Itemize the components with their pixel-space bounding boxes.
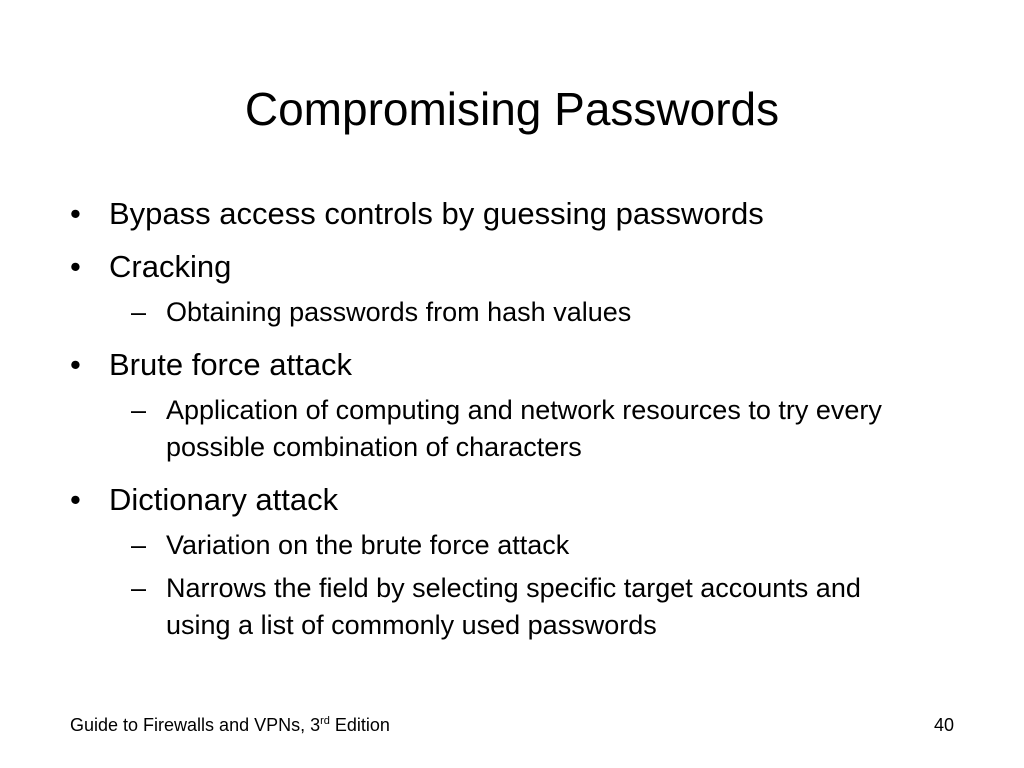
sub-bullet-list: – Obtaining passwords from hash values — [109, 294, 950, 331]
footer-title-part: Guide to Firewalls and VPNs, 3 — [70, 715, 321, 735]
sub-bullet-item: – Obtaining passwords from hash values — [121, 294, 950, 331]
bullet-marker: • — [70, 347, 81, 382]
sub-bullet-marker: – — [131, 530, 147, 560]
bullet-item: • Brute force attack – Application of co… — [70, 345, 950, 466]
bullet-marker: • — [70, 482, 81, 517]
sub-bullet-marker: – — [131, 297, 147, 327]
bullet-list: • Bypass access controls by guessing pas… — [70, 194, 950, 658]
bullet-text: Dictionary attack — [109, 482, 339, 517]
slide-title: Compromising Passwords — [244, 83, 780, 135]
footer-book-title: Guide to Firewalls and VPNs, 3rd Edition — [70, 714, 390, 736]
sub-bullet-marker: – — [131, 395, 147, 425]
bullet-text: Cracking — [109, 249, 232, 284]
sub-bullet-text: Narrows the field by selecting specific … — [166, 573, 861, 640]
sub-bullet-item: – Variation on the brute force attack — [121, 527, 950, 564]
footer-title-part: Edition — [329, 715, 390, 735]
bullet-marker: • — [70, 249, 81, 284]
sub-bullet-item: – Application of computing and network r… — [121, 392, 950, 466]
bullet-text: Brute force attack — [109, 347, 352, 382]
sub-bullet-text: Application of computing and network res… — [166, 395, 882, 462]
sub-bullet-marker: – — [131, 573, 147, 603]
page-number: 40 — [933, 715, 954, 735]
bullet-item: • Bypass access controls by guessing pas… — [70, 194, 950, 233]
bullet-marker: • — [70, 196, 81, 231]
sub-bullet-item: – Narrows the field by selecting specifi… — [121, 570, 950, 644]
bullet-text: Bypass access controls by guessing passw… — [109, 196, 764, 231]
bullet-item: • Cracking – Obtaining passwords from ha… — [70, 247, 950, 331]
sub-bullet-text: Variation on the brute force attack — [166, 530, 570, 560]
sub-bullet-list: – Variation on the brute force attack – … — [109, 527, 950, 644]
sub-bullet-text: Obtaining passwords from hash values — [166, 297, 632, 327]
footer-title-superscript: rd — [320, 715, 330, 727]
sub-bullet-list: – Application of computing and network r… — [109, 392, 950, 466]
bullet-item: • Dictionary attack – Variation on the b… — [70, 480, 950, 644]
